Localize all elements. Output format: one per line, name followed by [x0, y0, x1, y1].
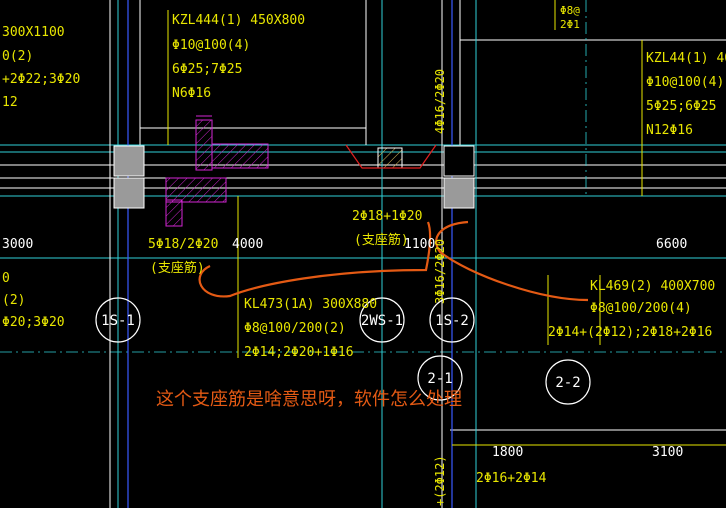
kzl444-label-line: KZL444(1) 450X800 [172, 13, 305, 28]
axis-bubble [359, 297, 405, 343]
kl-top-label-line: Φ8@ [560, 4, 580, 17]
kzl44-label-line: N12Φ16 [646, 123, 693, 138]
axis-bubble [95, 297, 141, 343]
column-block [113, 145, 145, 177]
question-annotation: 这个支座筋是啥意思呀，软件怎么处理 [156, 389, 462, 410]
left-label-line: 12 [2, 95, 18, 110]
dimension-text: 1800 [492, 445, 523, 460]
column-block [113, 177, 145, 209]
kzl444-label-line: 6Φ25;7Φ25 [172, 62, 242, 77]
dimension-text: 6600 [656, 237, 687, 252]
left-label-line: +2Φ22;3Φ20 [2, 72, 80, 87]
kl469-label-line: KL469(2) 400X700 [590, 279, 715, 294]
left-mid-label-line: 0 [2, 271, 10, 286]
bottom-rebar-label: 2Φ16+2Φ14 [476, 471, 547, 486]
support-bar-left-note: (支座筋) [150, 260, 205, 276]
axis-bubble [545, 359, 591, 405]
kl473-label-line: Φ8@100/200(2) [244, 321, 346, 336]
axis-bubble [429, 297, 475, 343]
axis-bubbles [95, 297, 591, 405]
magenta-members [165, 115, 269, 227]
kzl444-label-line: Φ10@100(4) [172, 38, 250, 53]
axis-bubble-label: 2-2 [555, 375, 580, 391]
column-block [377, 147, 403, 169]
kzl44-label-line: KZL44(1) 40 [646, 51, 726, 66]
axis-bubble-label: 1S-2 [435, 313, 469, 329]
kl-top-label-line: 2Φ1 [560, 18, 580, 31]
left-mid-label-line: (2) [2, 293, 25, 308]
kzl44-label-line: 5Φ25;6Φ25 [646, 99, 716, 114]
support-bar-left-label: 5Φ18/2Φ20 [148, 237, 218, 252]
dimension-text: 1100 [404, 237, 435, 252]
left-label-line: 300X1100 [2, 25, 65, 40]
column-block [443, 145, 475, 177]
columns [113, 144, 475, 209]
vertical-label-top: 4Φ16/2Φ20 [433, 69, 447, 134]
axis-bubble-label: 2-1 [427, 371, 452, 387]
kl469-label-line: Φ8@100/200(4) [590, 301, 692, 316]
axis-bubble [417, 355, 463, 401]
kl473-label-line: 2Φ14;2Φ20+1Φ16 [244, 345, 354, 360]
dimension-text: 3000 [2, 237, 33, 252]
left-label-line: 0(2) [2, 49, 33, 64]
kl469-label-line: 2Φ14+(2Φ12);2Φ18+2Φ16 [548, 325, 712, 340]
vertical-label-bottom: +(2Φ12) [433, 455, 447, 506]
support-bar-right-label: 2Φ18+1Φ20 [352, 209, 422, 224]
kzl444-label-line: N6Φ16 [172, 86, 211, 101]
dimension-text: 4000 [232, 237, 263, 252]
axis-bubble-label: 1S-1 [101, 313, 135, 329]
column-block [443, 177, 475, 209]
dimension-text: 3100 [652, 445, 683, 460]
vertical-label-mid: 3Φ16/2Φ20 [433, 239, 447, 304]
kzl44-label-line: Φ10@100(4) [646, 75, 724, 90]
orange-annotation-curves [198, 220, 589, 302]
axis-bubble-label: 2WS-1 [361, 313, 403, 329]
support-bar-right-note: (支座筋) [354, 232, 409, 248]
kl473-label-line: KL473(1A) 300X880 [244, 297, 377, 312]
leader-lines [167, 0, 726, 446]
left-mid-label-line: Φ20;3Φ20 [2, 315, 65, 330]
